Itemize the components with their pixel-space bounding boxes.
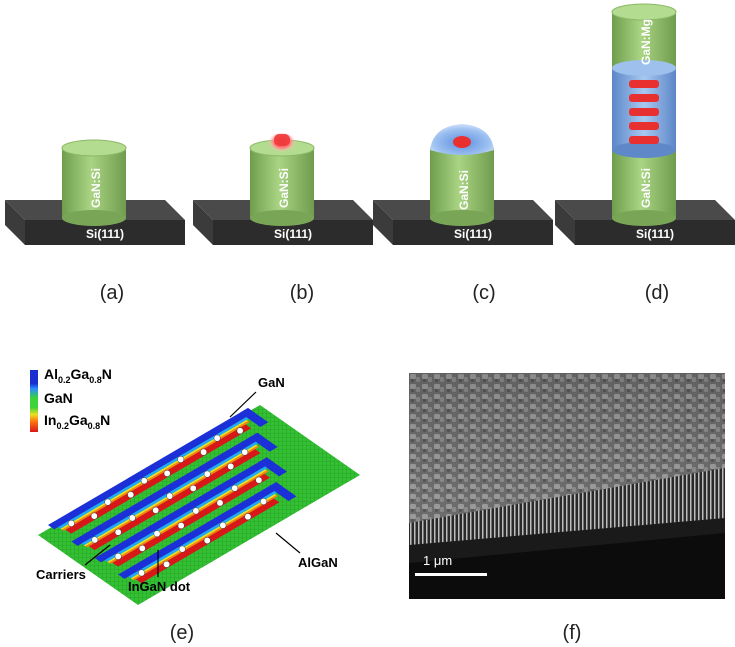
caption-b: (b) [289, 282, 315, 304]
sem-substrate-edge [409, 518, 725, 563]
ingan-core [112, 473, 270, 567]
carrier [114, 528, 122, 536]
legend-label-gan: GaN [44, 390, 73, 406]
carrier [90, 512, 98, 520]
algan-leader [275, 532, 301, 554]
transition-band [105, 466, 268, 562]
carrier [104, 498, 112, 506]
legend-label-algan: Al0.2Ga0.8N [44, 366, 112, 385]
ingan-dots-stack [629, 80, 659, 144]
pillar-top-label: GaN:Mg [639, 19, 653, 65]
carrier [219, 521, 227, 529]
carrier [127, 491, 135, 499]
carrier [114, 552, 122, 560]
quantum-dot-diagram: GaN AlGaN Carriers InGaN dot [36, 375, 360, 605]
transition-band [108, 470, 269, 564]
scale-bar [415, 573, 487, 576]
carriers-leader [84, 544, 111, 566]
carrier [192, 507, 200, 515]
transition-band [128, 491, 277, 579]
transition-band [107, 469, 267, 563]
legend-label-ingan: In0.2Ga0.8N [44, 412, 111, 431]
algan-barrier [118, 482, 283, 579]
legend: Al0.2Ga0.8N GaN In0.2Ga0.8N [30, 366, 180, 435]
gan-si-pillar [61, 139, 127, 226]
transition-band [132, 495, 278, 581]
pillar-bottom-label: GaN:Si [639, 168, 653, 208]
panel-e: Al0.2Ga0.8N GaN In0.2Ga0.8N GaN AlGaN Ca… [30, 365, 375, 610]
panel-a: Si(111) GaN:Si [5, 139, 185, 245]
sem-image [409, 373, 725, 599]
carrier [177, 522, 185, 530]
ingan-seed [268, 132, 296, 152]
carrier [138, 569, 146, 577]
algan-barrier [71, 432, 264, 546]
algan-barrier [268, 482, 297, 502]
substrate [373, 200, 553, 245]
carrier [241, 448, 249, 456]
algan-shell [430, 124, 494, 155]
algan-barrier [249, 432, 278, 452]
carrier [203, 537, 211, 544]
gan-label: GaN [258, 375, 285, 390]
carrier [200, 448, 208, 456]
caption-c: (c) [472, 282, 496, 304]
carrier [213, 434, 221, 442]
panel-f: 1 μm [409, 373, 725, 599]
carrier [178, 545, 186, 553]
carrier [203, 470, 211, 478]
carrier [236, 427, 244, 435]
carrier [166, 492, 174, 500]
caption-d: (d) [644, 282, 670, 304]
dot-layers [48, 408, 297, 584]
algan-barrier [48, 408, 255, 530]
carrier [153, 530, 161, 538]
gan-si-pillar [430, 148, 494, 226]
algan-barrier [94, 457, 274, 563]
pillar-label: GaN:Si [277, 168, 291, 208]
substrate-label: Si(111) [454, 227, 492, 241]
pillar-label: GaN:Si [89, 168, 103, 208]
caption-f: (f) [562, 622, 582, 644]
carrier [244, 513, 252, 521]
substrate-label: Si(111) [86, 227, 124, 241]
panel-c: Si(111) GaN:Si [373, 124, 553, 245]
panel-b: Si(111) GaN:Si [193, 132, 373, 245]
scale-bar-label: 1 μm [423, 553, 453, 568]
carrier [216, 499, 224, 507]
carrier [189, 484, 197, 492]
caption-e: (e) [169, 622, 195, 644]
algan-barrier [258, 457, 288, 477]
carrier [152, 506, 160, 514]
pillar-label: GaN:Si [457, 170, 471, 210]
caption-a: (a) [99, 282, 125, 304]
carrier [128, 514, 136, 522]
legend-colorbar [30, 370, 38, 432]
substrate-label: Si(111) [636, 227, 674, 241]
carrier [177, 456, 185, 463]
carrier [260, 498, 268, 505]
carrier [140, 477, 148, 485]
carrier [227, 462, 235, 470]
carrier [255, 476, 263, 484]
carrier [138, 544, 146, 552]
panel-d: Si(111) GaN:Mg GaN:Si [555, 3, 735, 245]
algan-barrier [240, 408, 269, 427]
carrier [231, 484, 239, 492]
carrier [91, 536, 99, 544]
ingan-core [89, 449, 261, 551]
carriers-label: Carriers [36, 567, 86, 582]
carrier [67, 519, 75, 527]
algan-label: AlGaN [298, 555, 338, 570]
gan-si-pillar [249, 139, 315, 226]
carrier [163, 469, 171, 477]
gan-leader [229, 391, 257, 418]
carrier [163, 560, 171, 568]
transition-band [130, 493, 277, 580]
ingan-dot-label: InGaN dot [128, 579, 191, 594]
substrate-label: Si(111) [274, 227, 312, 241]
